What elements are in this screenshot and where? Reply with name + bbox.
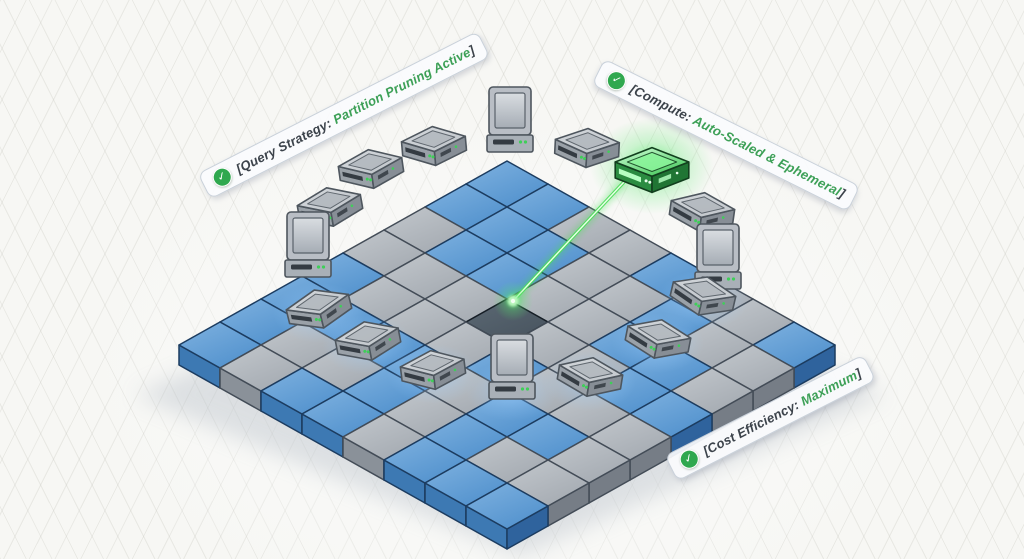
status-led	[581, 384, 585, 388]
front-slot	[291, 264, 312, 270]
status-led	[314, 317, 318, 321]
status-led	[520, 387, 525, 391]
compute-node	[334, 321, 402, 361]
compute-node	[624, 319, 692, 359]
status-led	[722, 302, 725, 305]
status-led	[644, 179, 648, 183]
green-compute-node	[614, 146, 690, 194]
side-slot	[377, 169, 389, 180]
status-led	[453, 368, 457, 372]
monitor-screen	[702, 229, 734, 266]
status-led	[675, 171, 679, 175]
front-slot	[405, 147, 426, 158]
status-led	[677, 344, 681, 348]
side-slot	[593, 382, 606, 390]
front-slot	[618, 168, 641, 183]
status-led	[339, 304, 343, 308]
status-led	[388, 338, 392, 341]
front-slot	[558, 145, 578, 159]
side-slot	[658, 173, 672, 184]
status-led	[318, 318, 322, 322]
compute-node	[556, 356, 624, 398]
front-slot	[290, 314, 313, 322]
side-slot	[439, 371, 451, 381]
status-led	[363, 349, 367, 353]
check-icon: ✓	[209, 164, 236, 190]
check-icon: ✓	[676, 446, 703, 472]
compute-node	[337, 148, 405, 190]
status-led	[583, 157, 587, 161]
monitor-node	[284, 211, 332, 278]
front-slot	[673, 206, 692, 222]
status-led	[391, 167, 395, 170]
status-led	[697, 304, 701, 308]
status-led	[579, 155, 583, 159]
status-led	[350, 204, 354, 208]
status-led	[525, 387, 530, 391]
status-led	[321, 265, 326, 269]
front-slot	[339, 345, 361, 354]
front-slot	[561, 371, 580, 387]
compute-node	[669, 276, 737, 316]
status-led	[721, 216, 725, 219]
front-slot	[629, 332, 648, 348]
status-led	[731, 277, 736, 281]
front-slot	[342, 171, 363, 182]
monitor-node	[488, 333, 536, 400]
side-slot	[592, 152, 604, 160]
compute-node	[399, 349, 467, 391]
monitor-screen	[494, 92, 526, 129]
status-led	[694, 302, 698, 306]
status-led	[518, 140, 523, 144]
compute-node	[285, 289, 353, 329]
monitor-node	[486, 86, 534, 153]
status-led	[431, 155, 435, 159]
status-led	[316, 265, 321, 269]
side-slot	[326, 308, 337, 319]
status-led	[648, 180, 652, 184]
status-led	[430, 379, 434, 383]
side-slot	[337, 207, 348, 218]
laser-beam	[493, 178, 628, 321]
status-led	[523, 140, 528, 144]
status-led	[652, 347, 656, 351]
status-led	[427, 378, 431, 382]
side-slot	[375, 340, 386, 352]
status-led	[365, 177, 369, 181]
status-led	[726, 277, 731, 281]
status-led	[649, 345, 653, 349]
check-icon: ✓	[603, 67, 630, 94]
front-slot	[493, 139, 514, 145]
side-slot	[440, 147, 452, 157]
front-slot	[404, 372, 425, 382]
status-led	[366, 350, 370, 354]
status-led	[697, 220, 701, 224]
front-slot	[674, 288, 693, 305]
status-led	[454, 145, 458, 148]
side-slot	[661, 345, 674, 352]
compute-node	[553, 127, 621, 169]
front-slot	[495, 386, 516, 392]
status-led	[369, 178, 373, 182]
status-led	[609, 381, 613, 385]
partition-tile	[465, 482, 549, 550]
status-led	[694, 219, 698, 223]
monitor-screen	[292, 217, 324, 254]
compute-node	[400, 125, 468, 167]
monitor-screen	[496, 339, 528, 376]
side-slot	[706, 302, 719, 309]
status-led	[584, 385, 588, 389]
side-slot	[706, 217, 718, 225]
status-led	[428, 154, 432, 158]
status-led	[607, 150, 610, 154]
